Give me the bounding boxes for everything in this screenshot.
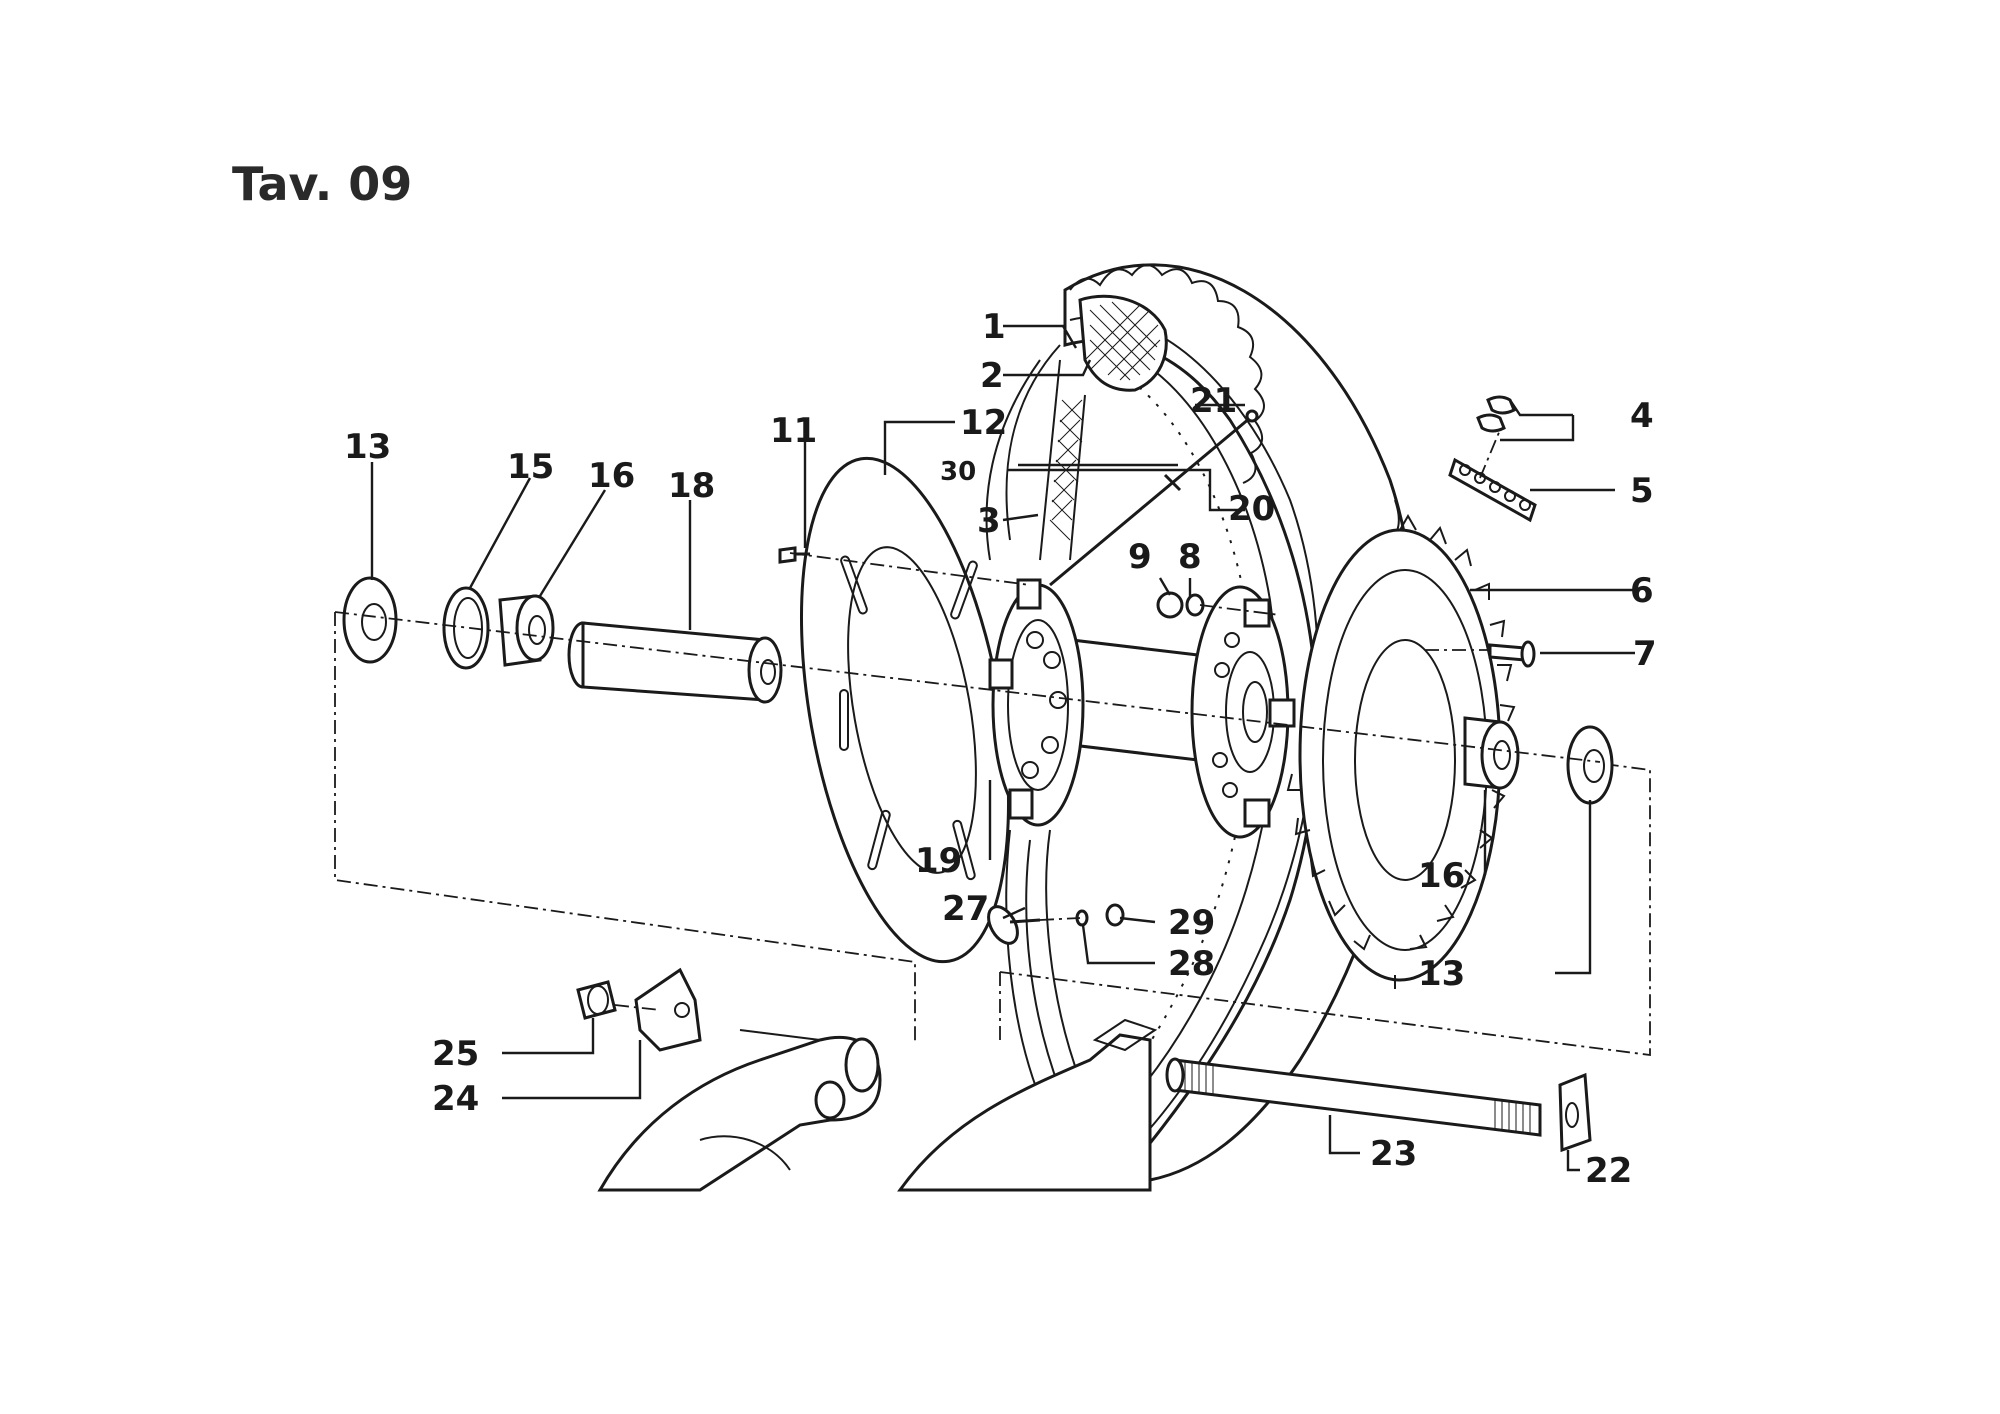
label-18: 18 bbox=[668, 466, 715, 506]
label-3: 3 bbox=[977, 501, 1001, 541]
label-27: 27 bbox=[942, 889, 989, 929]
bolt-7 bbox=[1488, 640, 1536, 668]
label-23: 23 bbox=[1370, 1134, 1417, 1174]
hub bbox=[988, 578, 1296, 839]
bearing-16-right bbox=[1463, 716, 1520, 790]
label-12: 12 bbox=[960, 403, 1007, 443]
label-5: 5 bbox=[1630, 471, 1654, 511]
part-labels: 1 2 3 4 5 6 7 8 9 11 12 13 13 15 16 16 1… bbox=[344, 307, 1657, 1191]
label-13-right: 13 bbox=[1418, 954, 1465, 994]
valve-27 bbox=[987, 905, 1041, 945]
label-8: 8 bbox=[1178, 537, 1202, 577]
spacer-18 bbox=[567, 621, 783, 704]
brake-disc bbox=[799, 456, 1011, 964]
label-6: 6 bbox=[1630, 571, 1654, 611]
leader-lines bbox=[370, 324, 1640, 1172]
circlip-15 bbox=[442, 586, 490, 670]
label-29: 29 bbox=[1168, 903, 1215, 943]
label-20: 20 bbox=[1228, 489, 1275, 529]
label-16-right: 16 bbox=[1418, 856, 1465, 896]
label-16-left: 16 bbox=[588, 456, 635, 496]
seal-13-right bbox=[1566, 725, 1614, 805]
label-25: 25 bbox=[432, 1034, 479, 1074]
label-7: 7 bbox=[1633, 634, 1657, 674]
swingarm bbox=[597, 1018, 1158, 1192]
nut-25 bbox=[576, 980, 617, 1020]
spoke bbox=[1049, 409, 1259, 587]
label-24: 24 bbox=[432, 1079, 479, 1119]
page-title: Tav. 09 bbox=[232, 157, 412, 211]
axle-23 bbox=[1165, 1057, 1542, 1137]
label-30: 30 bbox=[940, 457, 976, 487]
label-28: 28 bbox=[1168, 944, 1215, 984]
label-15: 15 bbox=[507, 447, 554, 487]
label-19: 19 bbox=[915, 841, 962, 881]
seal-13-left bbox=[342, 576, 398, 664]
chain-adjuster-24 bbox=[634, 967, 702, 1052]
label-9: 9 bbox=[1128, 537, 1152, 577]
alignment-lines bbox=[334, 429, 1651, 1057]
parts-28-29 bbox=[1075, 903, 1125, 927]
label-1: 1 bbox=[982, 307, 1006, 347]
label-2: 2 bbox=[980, 356, 1004, 396]
label-4: 4 bbox=[1630, 396, 1654, 436]
label-21: 21 bbox=[1190, 381, 1237, 421]
chain-link-4 bbox=[1476, 395, 1516, 433]
nut-9-washer-8 bbox=[1156, 591, 1205, 619]
label-11: 11 bbox=[770, 411, 817, 451]
label-13-left: 13 bbox=[344, 427, 391, 467]
label-22: 22 bbox=[1585, 1151, 1632, 1191]
bearing-16-left bbox=[498, 594, 555, 667]
chain-5 bbox=[1448, 457, 1537, 523]
axle-adjuster-22 bbox=[1558, 1072, 1592, 1153]
